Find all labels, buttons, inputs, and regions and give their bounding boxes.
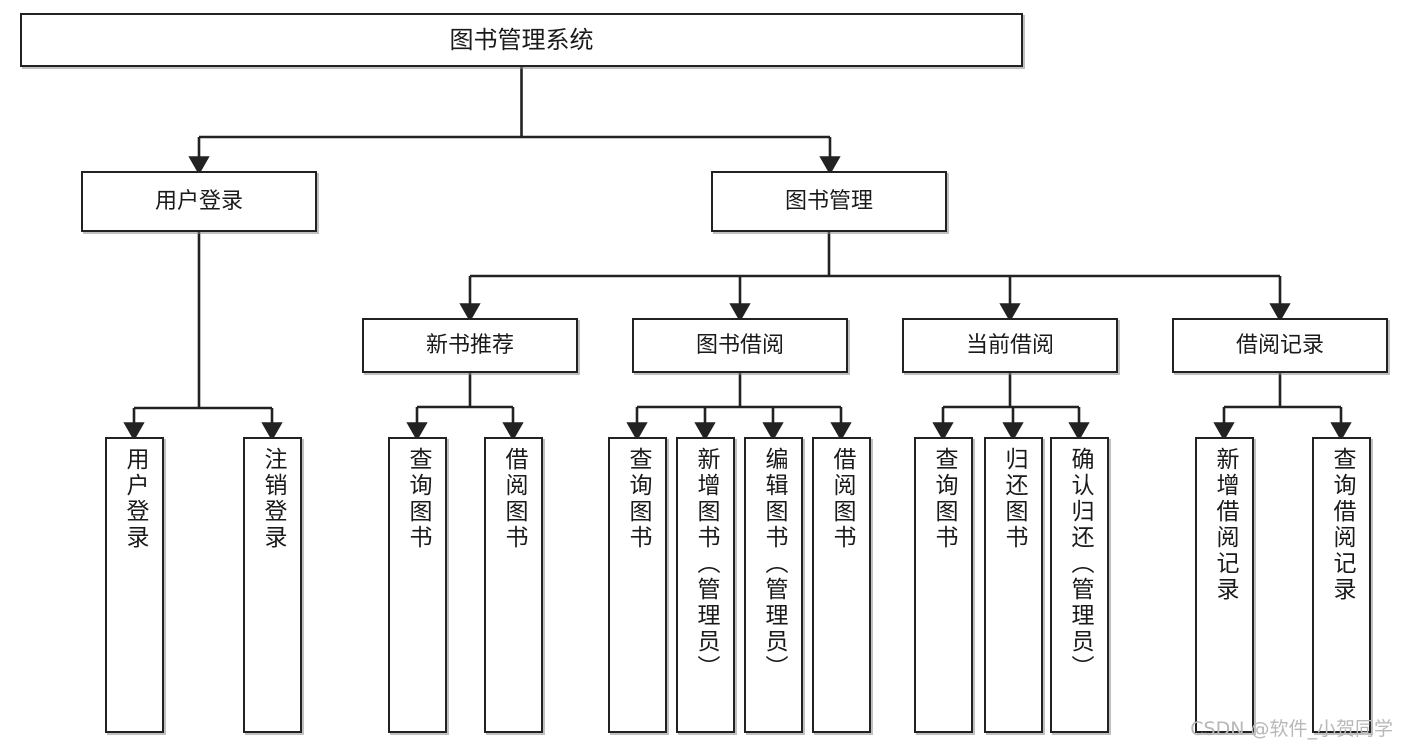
node-root-system[interactable]: 图书管理系统 (20, 13, 1023, 67)
leaf-add-book-admin[interactable]: 新增图书（管理员） (676, 437, 735, 733)
leaf-borrow-book-new[interactable]: 借阅图书 (484, 437, 543, 733)
leaf-query-book-new[interactable]: 查询图书 (388, 437, 447, 733)
node-new-book-recommend[interactable]: 新书推荐 (362, 318, 578, 373)
node-label: 归还图书 (1001, 447, 1027, 551)
node-label: 借阅图书 (829, 447, 855, 551)
node-label: 查询借阅记录 (1329, 447, 1355, 603)
node-label: 查询图书 (931, 447, 957, 551)
node-label: 新书推荐 (425, 332, 514, 358)
node-label: 编辑图书（管理员） (761, 447, 787, 681)
leaf-logout[interactable]: 注销登录 (243, 437, 302, 733)
node-book-borrow[interactable]: 图书借阅 (632, 318, 848, 373)
leaf-edit-book-admin[interactable]: 编辑图书（管理员） (744, 437, 803, 733)
node-label: 图书管理系统 (449, 25, 594, 54)
node-label: 图书借阅 (695, 332, 784, 358)
leaf-query-borrow-record[interactable]: 查询借阅记录 (1312, 437, 1371, 733)
node-label: 查询图书 (405, 447, 431, 551)
node-label: 查询图书 (625, 447, 651, 551)
node-label: 用户登录 (122, 447, 148, 551)
node-label: 当前借阅 (965, 332, 1054, 358)
leaf-return-book[interactable]: 归还图书 (984, 437, 1043, 733)
node-label: 注销登录 (260, 447, 286, 551)
leaf-user-login[interactable]: 用户登录 (105, 437, 164, 733)
leaf-add-borrow-record[interactable]: 新增借阅记录 (1195, 437, 1254, 733)
leaf-borrow-book[interactable]: 借阅图书 (812, 437, 871, 733)
node-label: 用户登录 (154, 188, 243, 214)
leaf-confirm-return-admin[interactable]: 确认归还（管理员） (1050, 437, 1109, 733)
node-book-management[interactable]: 图书管理 (711, 171, 947, 232)
node-current-borrow[interactable]: 当前借阅 (902, 318, 1118, 373)
node-label: 新增图书（管理员） (693, 447, 719, 681)
node-label: 确认归还（管理员） (1067, 447, 1093, 681)
node-label: 借阅图书 (501, 447, 527, 551)
node-label: 新增借阅记录 (1212, 447, 1238, 603)
node-user-login[interactable]: 用户登录 (81, 171, 317, 232)
node-borrow-record[interactable]: 借阅记录 (1172, 318, 1388, 373)
node-label: 图书管理 (784, 188, 873, 214)
node-label: 借阅记录 (1235, 332, 1324, 358)
leaf-query-book-current[interactable]: 查询图书 (914, 437, 973, 733)
leaf-query-book-borrow[interactable]: 查询图书 (608, 437, 667, 733)
